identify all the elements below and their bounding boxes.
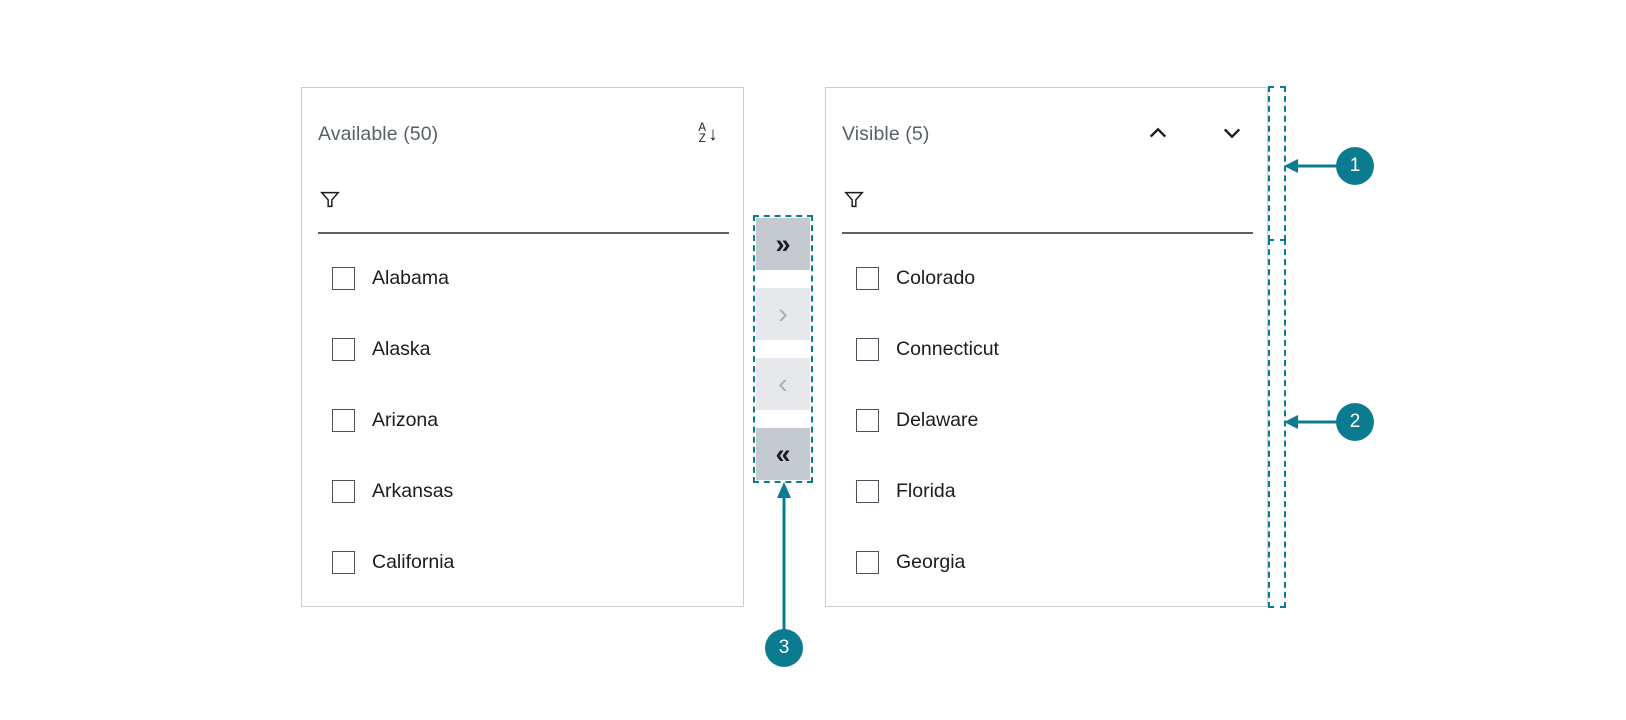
sort-down-arrow-glyph: ↓ — [708, 123, 718, 145]
visible-panel-header: Visible (5) — [826, 88, 1267, 180]
annotation-arrow-3 — [777, 482, 791, 630]
available-panel: Available (50) A Z ↓ — [301, 87, 744, 607]
checkbox-icon[interactable] — [332, 480, 355, 503]
list-item-label: Alabama — [372, 267, 449, 289]
chevron-right-icon: › — [778, 297, 788, 330]
list-item-label: Delaware — [896, 409, 979, 431]
checkbox-icon[interactable] — [332, 551, 355, 574]
available-panel-title: Available (50) — [318, 122, 439, 145]
checkbox-icon[interactable] — [856, 267, 879, 290]
list-item-label: Arkansas — [372, 480, 454, 502]
double-chevron-right-icon: » — [775, 228, 791, 259]
move-all-left-button[interactable]: « — [756, 428, 810, 480]
annotation-region-1 — [1268, 86, 1286, 241]
sort-az-icon: A Z ↓ — [698, 121, 718, 146]
list-item[interactable]: Georgia — [842, 527, 1251, 598]
list-item[interactable]: Florida — [842, 456, 1251, 527]
checkbox-icon[interactable] — [332, 267, 355, 290]
annotation-badge-3: 3 — [765, 629, 803, 667]
visible-filter-row[interactable] — [842, 176, 1253, 234]
annotation-region-2 — [1268, 239, 1286, 608]
visible-header-actions — [1141, 117, 1249, 151]
available-filter-row[interactable] — [318, 176, 729, 234]
visible-panel: Visible (5) — [825, 87, 1268, 607]
annotation-badge-2: 2 — [1336, 403, 1374, 441]
move-all-right-button[interactable]: » — [756, 218, 810, 270]
available-header-actions: A Z ↓ — [691, 117, 725, 151]
available-panel-header: Available (50) A Z ↓ — [302, 88, 743, 180]
sort-az-letters: A Z — [698, 121, 707, 146]
chevron-up-icon — [1147, 122, 1169, 147]
list-item[interactable]: Arkansas — [318, 456, 727, 527]
checkbox-icon[interactable] — [856, 551, 879, 574]
move-up-button[interactable] — [1141, 117, 1175, 151]
list-item[interactable]: Alabama — [318, 243, 727, 314]
list-item-label: Arizona — [372, 409, 439, 431]
annotation-arrow-1 — [1284, 159, 1340, 173]
move-right-button[interactable]: › — [756, 288, 810, 340]
move-left-button[interactable]: ‹ — [756, 358, 810, 410]
double-chevron-left-icon: « — [775, 438, 791, 469]
sort-letter-a: A — [698, 121, 707, 134]
checkbox-icon[interactable] — [856, 480, 879, 503]
list-item-label: Alaska — [372, 338, 431, 360]
list-item-label: Georgia — [896, 551, 966, 573]
checkbox-icon[interactable] — [856, 338, 879, 361]
available-filter-input[interactable] — [351, 191, 729, 211]
sort-az-button[interactable]: A Z ↓ — [691, 117, 725, 151]
list-item[interactable]: Connecticut — [842, 314, 1251, 385]
annotation-badge-1: 1 — [1336, 147, 1374, 185]
checkbox-icon[interactable] — [332, 409, 355, 432]
visible-panel-title: Visible (5) — [842, 122, 930, 145]
list-item[interactable]: Arizona — [318, 385, 727, 456]
sort-letter-z: Z — [698, 133, 706, 145]
list-item[interactable]: Alaska — [318, 314, 727, 385]
chevron-left-icon: ‹ — [778, 367, 788, 400]
list-item-label: Florida — [896, 480, 956, 502]
checkbox-icon[interactable] — [332, 338, 355, 361]
transfer-button-column: » › ‹ « — [756, 218, 810, 480]
list-item[interactable]: Colorado — [842, 243, 1251, 314]
funnel-icon — [318, 188, 341, 221]
move-down-button[interactable] — [1215, 117, 1249, 151]
available-option-list: Alabama Alaska Arizona Arkansas Californ… — [302, 243, 743, 598]
list-item[interactable]: Delaware — [842, 385, 1251, 456]
list-item-label: Colorado — [896, 267, 976, 289]
checkbox-icon[interactable] — [856, 409, 879, 432]
list-item[interactable]: California — [318, 527, 727, 598]
list-item-label: Connecticut — [896, 338, 999, 360]
visible-filter-input[interactable] — [875, 191, 1253, 211]
annotation-arrow-2 — [1284, 415, 1340, 429]
list-item-label: California — [372, 551, 455, 573]
chevron-down-icon — [1221, 122, 1243, 147]
visible-option-list: Colorado Connecticut Delaware Florida Ge… — [826, 243, 1267, 598]
funnel-icon — [842, 188, 865, 221]
